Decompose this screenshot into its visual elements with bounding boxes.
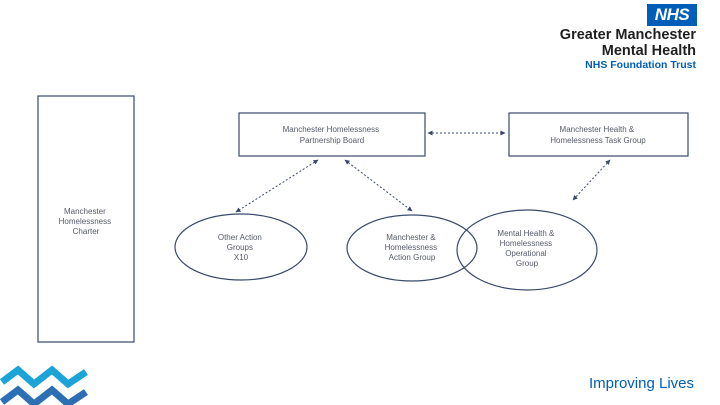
charter-line: Manchester [64, 207, 106, 216]
charter-line: Homelessness [59, 217, 111, 226]
partnership-board-line: Partnership Board [300, 136, 364, 145]
operational-group-line: Group [516, 259, 539, 268]
action-group-line: Homelessness [385, 243, 437, 252]
operational-group-label: Mental Health & Homelessness Operational… [497, 229, 556, 268]
other-groups-line: Other Action [218, 233, 262, 242]
partnership-board-label: Manchester Homelessness Partnership Boar… [283, 125, 382, 145]
operational-group-line: Homelessness [500, 239, 552, 248]
chevron-logo-icon [0, 365, 88, 405]
other-groups-label: Other Action Groups X10 [218, 233, 264, 262]
slogan: Improving Lives [588, 375, 694, 392]
connector-board-other [235, 159, 319, 213]
nhs-logo: NHS [647, 4, 697, 26]
operational-group-ellipse [456, 209, 598, 291]
partnership-board-line: Manchester Homelessness [283, 125, 379, 134]
partnership-board-box [238, 112, 426, 157]
other-groups-ellipse [174, 213, 308, 281]
task-group-box [508, 112, 689, 157]
connector-taskgroup-operational [572, 159, 611, 201]
action-group-label: Manchester & Homelessness Action Group [385, 233, 440, 262]
org-subtitle: NHS Foundation Trust [585, 59, 696, 71]
connector-board-action [344, 159, 413, 212]
charter-label: Manchester Homelessness Charter [59, 207, 114, 236]
task-group-label: Manchester Health & Homelessness Task Gr… [550, 125, 646, 145]
action-group-ellipse [346, 214, 478, 282]
other-groups-line: Groups [227, 243, 253, 252]
task-group-line: Manchester Health & [560, 125, 635, 134]
operational-group-line: Mental Health & [497, 229, 555, 238]
operational-group-line: Operational [505, 249, 547, 258]
charter-box [37, 95, 135, 343]
org-name-line1: Greater Manchester [559, 27, 696, 43]
other-groups-line: X10 [234, 253, 249, 262]
charter-line: Charter [73, 227, 100, 236]
action-group-line: Action Group [389, 253, 436, 262]
org-name-line2: Mental Health [601, 43, 696, 59]
task-group-line: Homelessness Task Group [550, 136, 646, 145]
action-group-line: Manchester & [386, 233, 436, 242]
